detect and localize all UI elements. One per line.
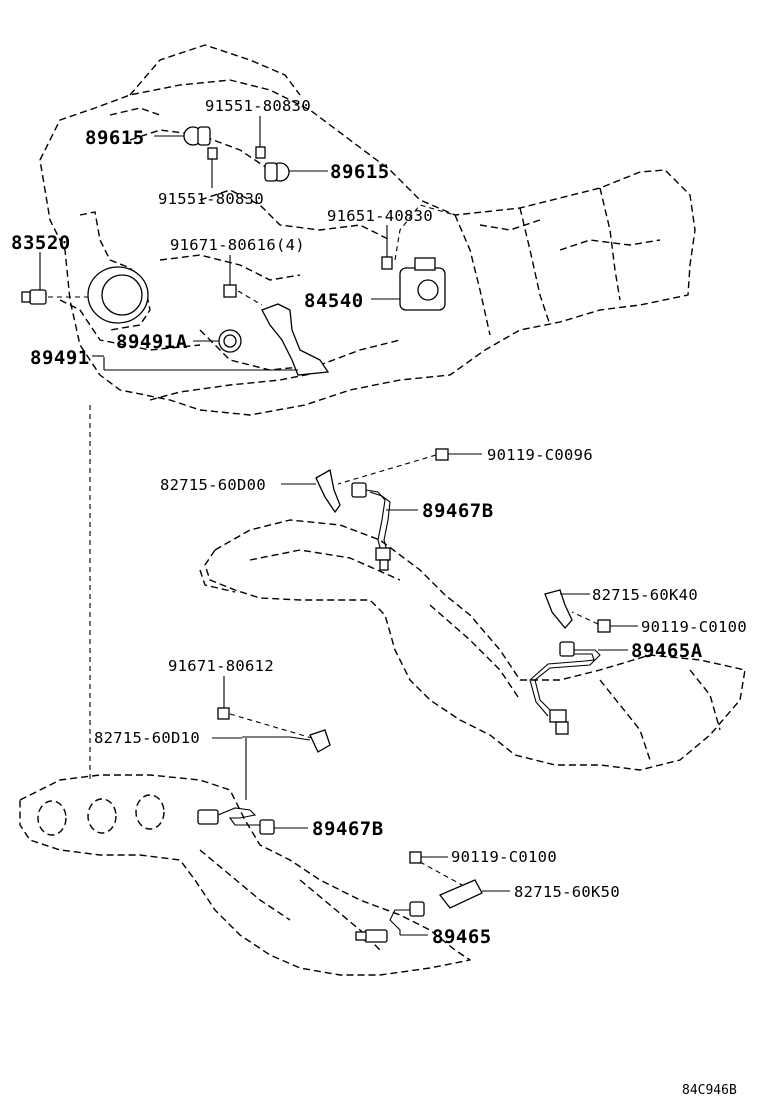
diagram-code: 84C946B xyxy=(682,1083,737,1098)
label-89465A: 89465A xyxy=(631,640,703,662)
label-83520: 83520 xyxy=(11,232,71,254)
label-91671-80612: 91671-80612 xyxy=(168,657,274,675)
label-89491A: 89491A xyxy=(116,331,188,353)
label-91551-a: 91551-80830 xyxy=(205,97,311,115)
bracket-82715-60K50 xyxy=(438,879,510,909)
knock-sensor-a xyxy=(183,126,211,146)
bracket-82715-60D10 xyxy=(212,729,331,800)
label-90119-C0100-lower: 90119-C0100 xyxy=(451,848,557,866)
label-89615-b: 89615 xyxy=(330,161,390,183)
label-89491: 89491 xyxy=(30,347,90,369)
bolt-91671-a xyxy=(223,255,263,306)
bolt-91551-b xyxy=(207,147,218,188)
oxygen-sensor-89465A xyxy=(529,641,628,735)
speed-sensor-89491 xyxy=(89,303,330,780)
label-91551-b: 91551-80830 xyxy=(158,190,264,208)
label-82715-60D00: 82715-60D00 xyxy=(160,476,266,494)
bolt-91651 xyxy=(381,225,393,270)
label-91671-a: 91671-80616(4) xyxy=(170,236,305,254)
label-84540: 84540 xyxy=(304,290,364,312)
bolt-90119-a xyxy=(337,448,482,485)
oxygen-sensor-89467B-upper xyxy=(351,482,418,571)
oxygen-sensor-89467B-lower xyxy=(197,807,308,835)
bolt-90119-b xyxy=(571,611,638,633)
label-89467B-lower: 89467B xyxy=(312,818,384,840)
oxygen-sensor-89465 xyxy=(355,901,428,943)
label-89467B-upper: 89467B xyxy=(422,500,494,522)
engine-outline xyxy=(39,44,696,416)
bracket-82715-60D00 xyxy=(281,468,341,514)
sensor-83520 xyxy=(21,252,88,305)
bolt-90119-c xyxy=(409,851,463,886)
label-82715-60K50: 82715-60K50 xyxy=(514,883,620,901)
label-91651: 91651-40830 xyxy=(327,207,433,225)
bolt-91671-b xyxy=(217,676,313,739)
label-89615-a: 89615 xyxy=(85,127,145,149)
bolt-91551-a xyxy=(255,116,266,159)
label-89465: 89465 xyxy=(432,926,492,948)
exhaust-manifold-right xyxy=(199,519,746,771)
exhaust-manifold-left xyxy=(19,774,471,976)
knock-sensor-b xyxy=(264,162,290,182)
pulley xyxy=(87,266,149,324)
label-90119-C0100-right: 90119-C0100 xyxy=(641,618,747,636)
label-90119-C0096: 90119-C0096 xyxy=(487,446,593,464)
label-82715-60D10: 82715-60D10 xyxy=(94,729,200,747)
bracket-82715-60K40 xyxy=(544,589,590,630)
neutral-switch-84540 xyxy=(371,204,456,311)
label-82715-60K40: 82715-60K40 xyxy=(592,586,698,604)
